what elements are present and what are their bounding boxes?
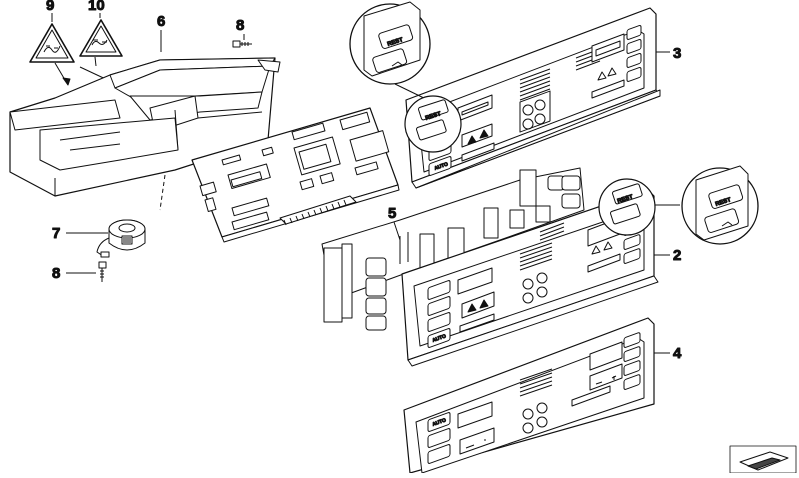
detail-callout-small: REST: [404, 95, 462, 153]
panel3-auto-text: AUTO: [434, 161, 449, 171]
panel3-vent-grille: [519, 48, 601, 101]
callout-small-rest-text: REST: [425, 111, 442, 122]
part-number-6: 6: [157, 13, 165, 30]
panel4-vent-grille: [519, 368, 553, 397]
control-panel-part-3: REST AUTO: [405, 7, 661, 189]
part-number-3: 3: [673, 45, 681, 62]
part-number-4: 4: [673, 345, 682, 362]
control-panel-part-4: AUTO: [403, 317, 655, 474]
callout-mid-small-rest-text: REST: [617, 194, 634, 205]
orientation-icon: [729, 445, 797, 474]
circuit-board: [191, 107, 400, 243]
part-number-2: 2: [673, 247, 681, 264]
panel2-auto-text: AUTO: [432, 333, 447, 343]
panel4-auto-text: AUTO: [432, 417, 447, 427]
part-number-10: 10: [88, 0, 105, 14]
panel4-left-buttons: [427, 412, 451, 464]
panel3-right-buttons: [626, 24, 642, 82]
panel2-mid-buttons: [522, 272, 548, 304]
part-number-5: 5: [388, 205, 396, 222]
housing-part-6: [9, 57, 281, 197]
panel2-left-buttons: [427, 280, 451, 348]
panel4-right-buttons: [623, 332, 641, 390]
panel2-vent-grille: [519, 222, 565, 271]
part-number-8-top: 8: [236, 17, 244, 34]
screw-part-8-bottom: [98, 261, 107, 282]
control-panel-part-2: AUTO: [401, 189, 659, 367]
part-number-9: 9: [46, 0, 54, 14]
part-number-8-bottom: 8: [52, 265, 60, 282]
screw-part-8-top: [232, 40, 252, 48]
detail-callout-mid-small: REST: [598, 178, 656, 236]
warning-label-9: [29, 23, 75, 63]
part-number-7: 7: [52, 225, 60, 242]
panel3-mid-buttons: [519, 90, 551, 133]
warning-label-10: [79, 19, 123, 57]
panel4-mid-buttons: [522, 402, 548, 434]
detail-callout-top: REST: [349, 1, 431, 85]
detail-callout-mid-large: REST: [681, 165, 759, 245]
callout-mid-large-rest-text: REST: [715, 197, 732, 208]
callout-top-rest-text: REST: [387, 37, 404, 48]
bracket-part-5: [321, 167, 585, 331]
actuator-motor-part-7: [96, 219, 146, 258]
